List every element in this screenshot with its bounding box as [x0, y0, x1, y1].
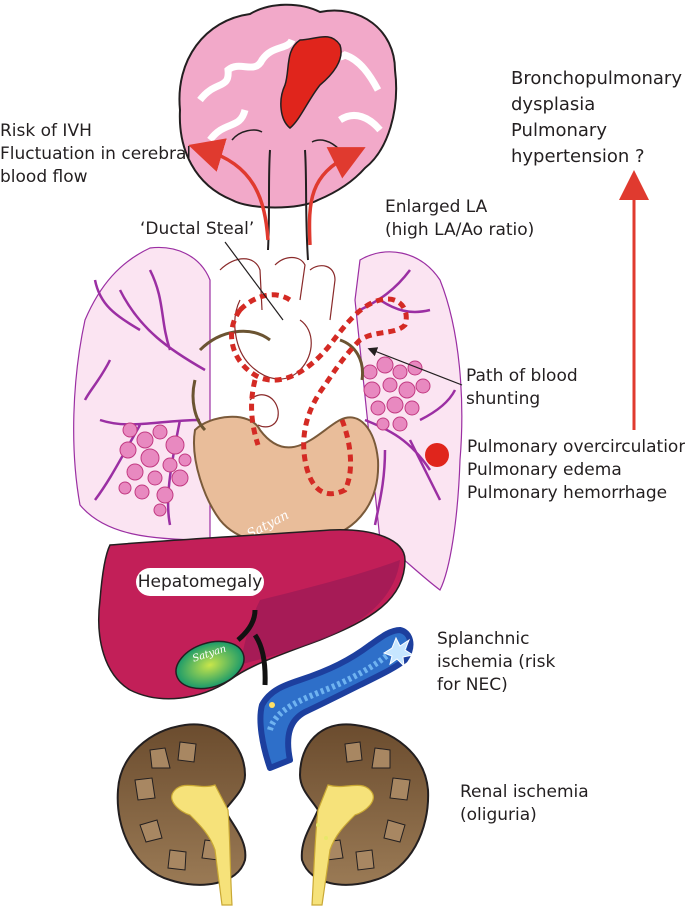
right-lung — [354, 251, 463, 591]
brain-arrow-right — [307, 147, 366, 246]
shunting-label: Path of blood shunting — [466, 366, 578, 409]
shunting-pointer — [367, 347, 463, 386]
right-kidney — [298, 723, 430, 906]
hepatomegaly-label: Hepatomegaly — [136, 568, 264, 596]
left-lung — [73, 246, 211, 541]
right-lung-nodules — [362, 356, 431, 432]
ductal-steal-label: ‘Ductal Steal’ — [140, 219, 255, 239]
renal-label: Renal ischemia (oliguria) — [460, 782, 589, 825]
splanchnic-label: Splanchnic ischemia (risk for NEC) — [437, 629, 556, 695]
ductal-steal-pointer — [224, 241, 284, 321]
left-lung-nodules — [118, 422, 192, 517]
left-kidney — [116, 723, 247, 906]
hemorrhage-spot — [425, 443, 449, 467]
bpd-label: Bronchopulmonary dysplasia Pulmonary hyp… — [511, 68, 682, 167]
brain-arrow-left — [188, 138, 270, 241]
bile-duct — [236, 609, 268, 686]
enlarged-la-label: Enlarged LA (high LA/Ao ratio) — [385, 197, 535, 240]
pulmonary-label: Pulmonary overcirculation Pulmonary edem… — [467, 437, 685, 503]
intestine — [257, 627, 414, 771]
gallbladder — [175, 640, 245, 690]
ivh-label: Risk of IVH Fluctuation in cerebral bloo… — [0, 121, 192, 187]
intestine-lumen-star — [382, 636, 415, 668]
